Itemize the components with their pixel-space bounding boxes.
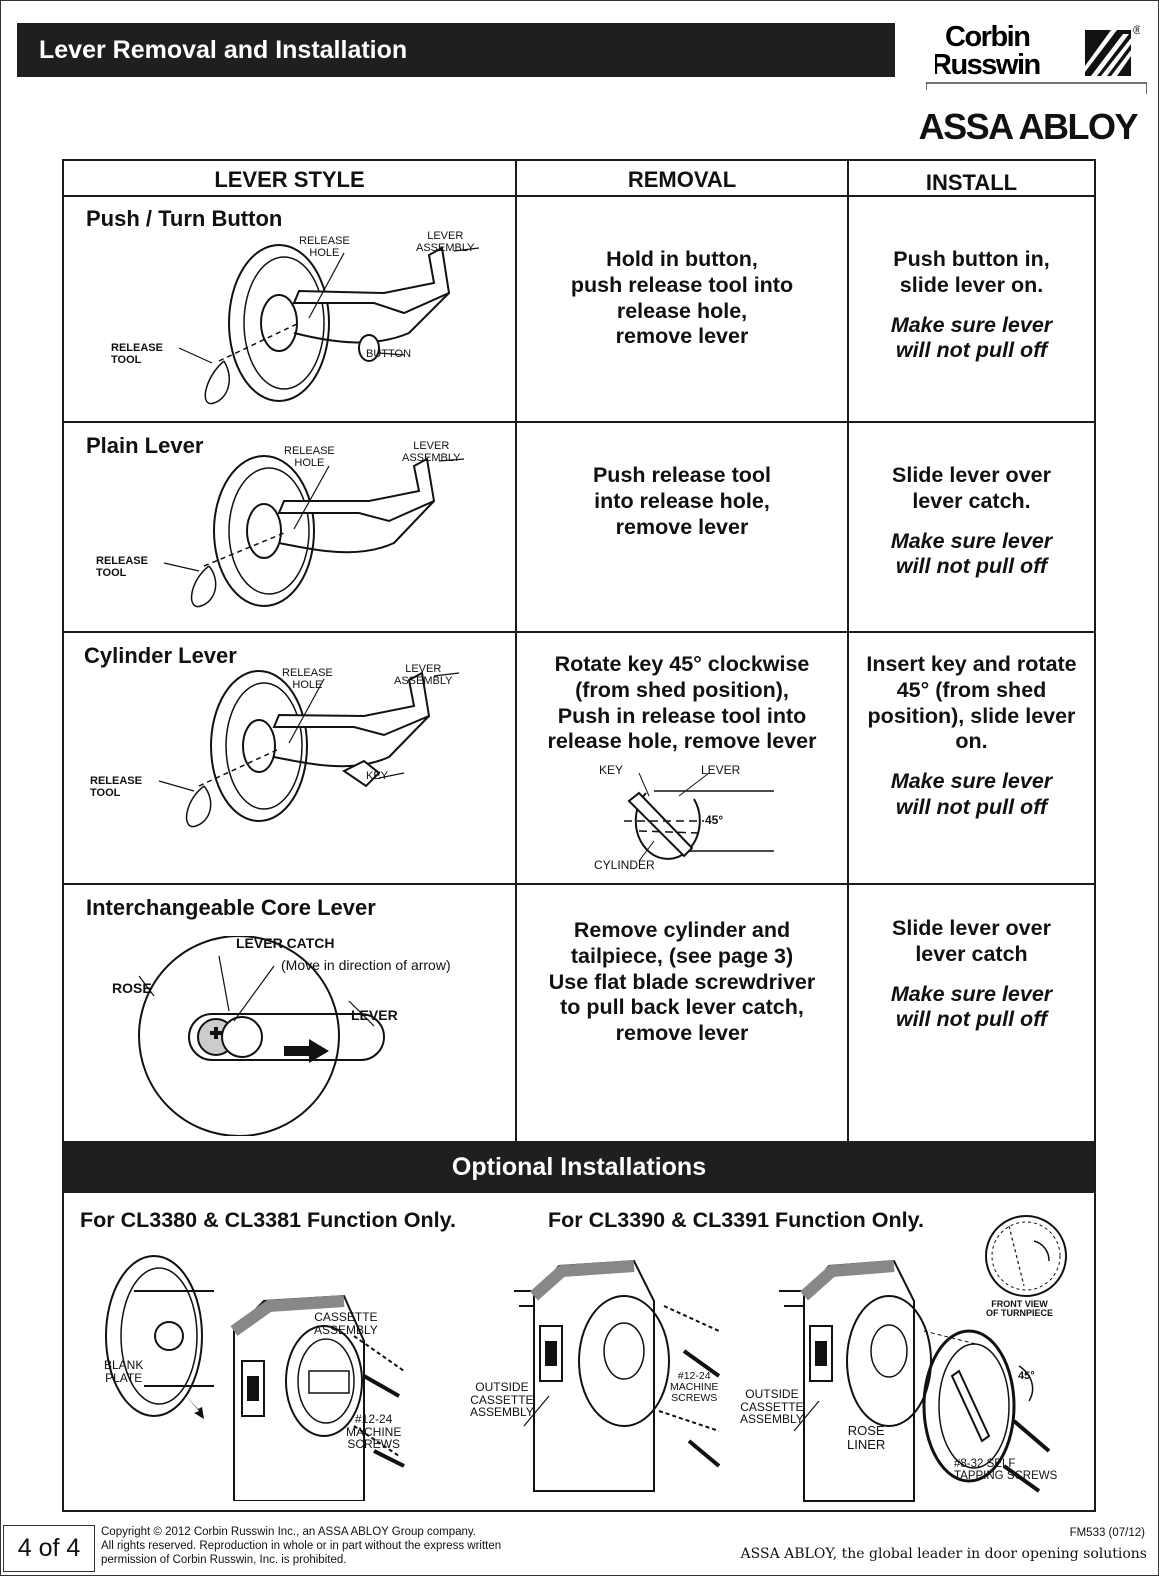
label-release-tool: RELEASE TOOL [96,555,148,579]
label-self-tapping-screws: #8-32 SELF TAPPING SCREWS [954,1458,1058,1483]
install-plain-lever: Slide lever over lever catch.Make sure l… [849,463,1094,580]
assa-abloy-logo: ASSA ABLOY [918,106,1139,147]
label-release-hole: RELEASE HOLE [282,667,333,691]
brand-line1: Corbin [945,22,1029,53]
logo-divider [926,82,1147,94]
page-number: 4 of 4 [3,1525,95,1572]
brand-stripes-icon [1085,30,1131,76]
removal-cylinder-lever: Rotate key 45° clockwise (from shed posi… [547,652,817,754]
column-header-install: INSTALL [925,170,1018,195]
install-note: Make sure lever will not pull off [890,981,1053,1032]
install-note: Make sure lever will not pull off [890,528,1053,579]
style-cylinder-lever: Cylinder Lever [84,643,237,668]
removal-interchangeable-core: Remove cylinder and tailpiece, (see page… [548,918,816,1046]
row-divider-1 [64,421,1094,423]
copyright-notice: Copyright © 2012 Corbin Russwin Inc., an… [101,1526,502,1566]
label-machine-screws: #12-24 MACHINE SCREWS [346,1412,402,1452]
label-button: BUTTON [366,348,412,360]
install-push-turn: Push button in, slide lever on.Make sure… [849,247,1094,364]
label-key: KEY [599,763,624,777]
corbin-russwin-logo: Corbin Russwin ® [935,22,1140,81]
label-lever-catch: LEVER CATCH [236,935,335,951]
install-cylinder-lever: Insert key and rotate 45° (from shed pos… [849,652,1094,821]
cl3391-install-diagram [779,1215,1067,1502]
label-blank-plate: BLANK PLATE [104,1358,144,1385]
label-lever: LEVER [701,763,741,777]
label-outside-cassette: OUTSIDE CASSETTE ASSEMBLY [470,1380,534,1420]
col-divider-1 [515,161,517,1141]
label-outside-cassette: OUTSIDE CASSETTE ASSEMBLY [740,1387,804,1427]
label-key: KEY [366,770,389,782]
cl3380-install-diagram [105,1255,405,1501]
registered-mark: ® [1133,23,1140,37]
label-machine-screws: #12-24 MACHINE SCREWS [670,1370,719,1405]
header-divider [64,195,1094,197]
style-push-turn-button: Push / Turn Button [86,206,283,231]
install-note: Make sure lever will not pull off [890,312,1053,363]
optional-installations-title: Optional Installations [64,1141,1094,1193]
column-header-lever-style: LEVER STYLE [214,167,365,192]
plain-lever-diagram [163,455,465,608]
label-lever-assembly: LEVER ASSEMBLY [402,440,461,464]
install-note: Make sure lever will not pull off [890,769,1053,819]
label-cassette-assembly: CASSETTE ASSEMBLY [314,1310,378,1337]
label-lever: LEVER [351,1007,398,1023]
brand-line2: Russwin [935,49,1040,81]
label-release-hole: RELEASE HOLE [284,445,335,469]
label-rose-liner: ROSE LINER [847,1423,886,1452]
col-divider-2 [847,161,849,1141]
style-interchangeable-core-lever: Interchangeable Core Lever [86,895,376,920]
right-function-heading: For CL3390 & CL3391 Function Only. [548,1208,924,1232]
page-title: Lever Removal and Installation [17,23,895,77]
lever-table: LEVER STYLE REMOVAL INSTALL Push / Turn … [62,159,1096,1512]
label-front-view: FRONT VIEW OF TURNPIECE [986,1299,1054,1319]
label-cylinder: CYLINDER [594,858,655,872]
label-lever-assembly: LEVER ASSEMBLY [416,230,475,254]
tagline: ASSA ABLOY, the global leader in door op… [740,1546,1147,1562]
row-divider-2 [64,631,1094,633]
label-move-direction: (Move in direction of arrow) [281,957,451,973]
label-45-degrees: 45° [1018,1370,1035,1382]
left-function-heading: For CL3380 & CL3381 Function Only. [80,1208,456,1232]
removal-push-turn: Hold in button, push release tool into r… [570,247,794,349]
key-rotation-diagram [624,772,774,862]
cl3390-install-diagram [514,1259,721,1492]
cylinder-lever-diagram [158,670,460,828]
label-release-tool: RELEASE TOOL [111,342,163,366]
label-rose: ROSE [112,980,152,996]
removal-plain-lever: Push release tool into release hole, rem… [592,463,772,539]
label-release-hole: RELEASE HOLE [299,235,350,259]
interchangeable-core-diagram [138,936,385,1136]
label-lever-assembly: LEVER ASSEMBLY [394,663,453,687]
push-turn-lever-diagram [178,244,480,405]
label-45-degrees: 45° [705,813,724,827]
style-plain-lever: Plain Lever [86,433,204,458]
label-release-tool: RELEASE TOOL [90,775,142,799]
column-header-removal: REMOVAL [627,167,737,192]
form-number: FM533 (07/12) [1069,1527,1145,1539]
row-divider-3 [64,883,1094,885]
